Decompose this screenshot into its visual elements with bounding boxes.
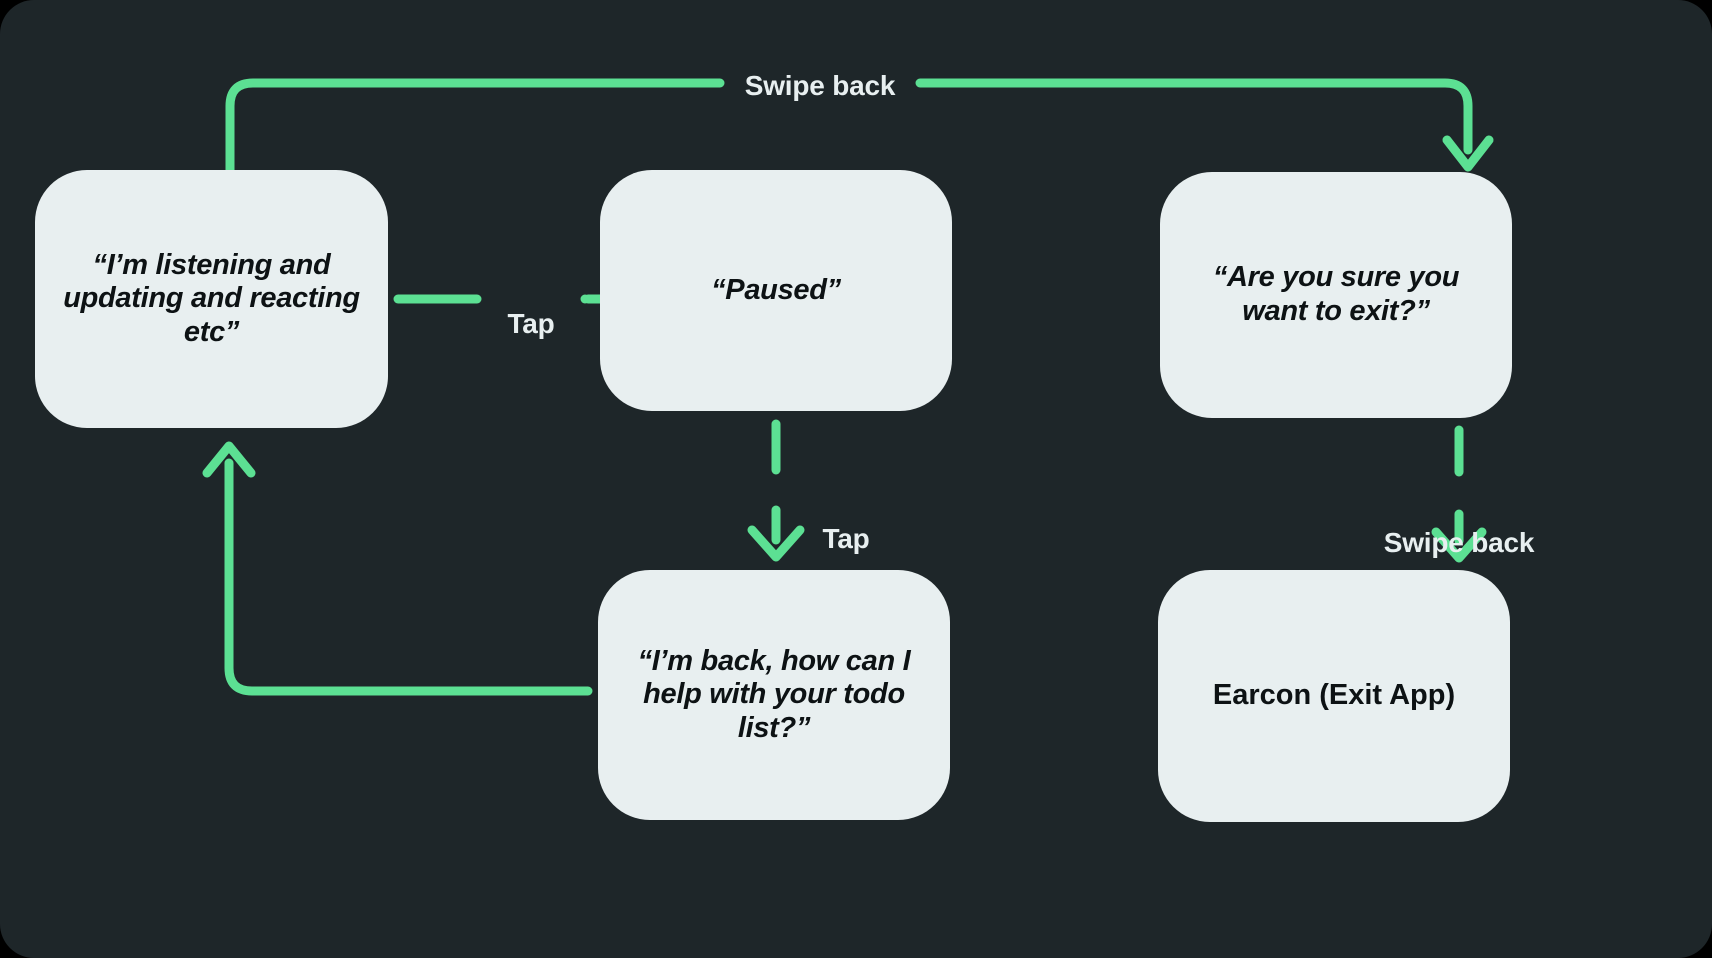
node-paused[interactable]: “Paused” bbox=[600, 170, 952, 411]
edge-label-tap-down: Tap bbox=[822, 523, 870, 554]
edge-label-tap-right: Tap bbox=[507, 308, 555, 339]
edge-label-swipe-back-right: Swipe back bbox=[1383, 527, 1535, 558]
edge-im-back-to-listening bbox=[202, 441, 593, 696]
edge-paused-to-im-back bbox=[747, 419, 805, 562]
node-listening[interactable]: “I’m listening and updating and reacting… bbox=[35, 170, 388, 428]
node-exit-confirmation[interactable]: “Are you sure you want to exit?” bbox=[1160, 172, 1512, 418]
edge-label-swipe-back-top: Swipe back bbox=[744, 70, 896, 101]
node-earcon-exit-app-label: Earcon (Exit App) bbox=[1212, 679, 1456, 712]
node-exit-confirmation-label: “Are you sure you want to exit?” bbox=[1212, 261, 1460, 327]
node-earcon-exit-app[interactable]: Earcon (Exit App) bbox=[1158, 570, 1510, 822]
node-listening-label: “I’m listening and updating and reacting… bbox=[63, 248, 360, 348]
node-im-back-label: “I’m back, how can I help with your todo… bbox=[637, 644, 911, 744]
node-im-back[interactable]: “I’m back, how can I help with your todo… bbox=[598, 570, 950, 820]
node-paused-label: “Paused” bbox=[711, 273, 841, 306]
